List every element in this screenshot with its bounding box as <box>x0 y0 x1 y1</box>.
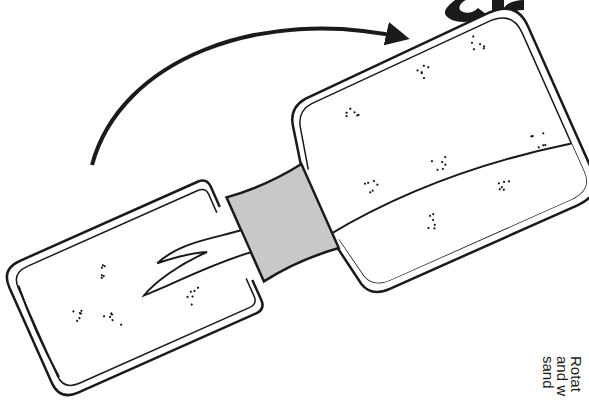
sand-grain <box>345 115 348 118</box>
sand-grain <box>542 132 545 135</box>
sand-grain <box>537 146 540 149</box>
sand-grain <box>432 213 435 216</box>
instruction-line: and w <box>555 356 569 396</box>
sand-grain <box>197 286 200 289</box>
sand-grain <box>444 163 447 166</box>
sand-grain <box>111 319 114 322</box>
sand-grain <box>367 181 370 184</box>
sand-grain <box>420 72 423 75</box>
sand-grain <box>78 317 81 320</box>
sand-grain <box>500 186 503 189</box>
sand-grain <box>472 48 475 51</box>
sand-grain <box>427 66 430 69</box>
sand-grain <box>429 214 432 217</box>
sand-grain <box>345 111 348 114</box>
sand-grain <box>102 275 105 278</box>
sand-grain <box>101 264 104 267</box>
sand-grain <box>423 77 426 80</box>
sand-grain <box>109 315 112 318</box>
sand-grain <box>193 290 196 293</box>
sand-grain <box>80 309 83 312</box>
sand-grain <box>420 71 423 74</box>
sand-grain <box>103 315 106 318</box>
sand-grain <box>100 276 103 279</box>
sand-grain <box>373 180 376 183</box>
instruction-line: sand <box>541 356 555 396</box>
sand-grain <box>369 191 372 194</box>
sand-grain <box>356 114 359 117</box>
sand-grain <box>100 266 103 269</box>
sand-grain <box>416 69 419 72</box>
sand-grain <box>430 160 433 163</box>
sand-grain <box>479 43 482 46</box>
sand-grain <box>542 144 545 147</box>
sand-grain <box>353 111 356 114</box>
sand-grain <box>190 303 193 306</box>
sand-grain <box>72 310 75 313</box>
sand-grain <box>441 161 444 164</box>
sand-grain <box>432 218 435 221</box>
sand-grain <box>436 168 439 171</box>
sand-grain <box>189 290 192 293</box>
sand-grain <box>364 182 367 185</box>
sand-grain <box>433 223 436 226</box>
sand-grain <box>530 135 533 138</box>
instruction-line: Rotat <box>569 356 583 396</box>
sand-grain <box>472 35 475 38</box>
sand-grain <box>433 227 436 230</box>
sand-grain <box>471 41 474 44</box>
sand-grain <box>427 227 430 230</box>
sand-grain <box>371 189 374 192</box>
sand-grain <box>497 182 500 185</box>
sand-grain <box>76 319 79 322</box>
sand-grain <box>508 180 511 183</box>
sand-grain <box>186 295 189 298</box>
sand-grain <box>191 295 194 298</box>
sand-grain <box>422 64 425 67</box>
sand-grain <box>349 107 352 110</box>
sand-grain <box>111 313 114 316</box>
sand-grain <box>483 45 486 48</box>
sand-grain <box>498 188 501 191</box>
sand-grain <box>503 180 506 183</box>
sand-grain <box>502 188 505 191</box>
instruction-text: Rotatand wsand <box>541 356 583 396</box>
sand-grain <box>79 312 82 315</box>
sand-grain <box>120 323 123 326</box>
sand-grain <box>376 183 379 186</box>
sand-grain <box>441 167 444 170</box>
sand-grain <box>444 156 447 159</box>
